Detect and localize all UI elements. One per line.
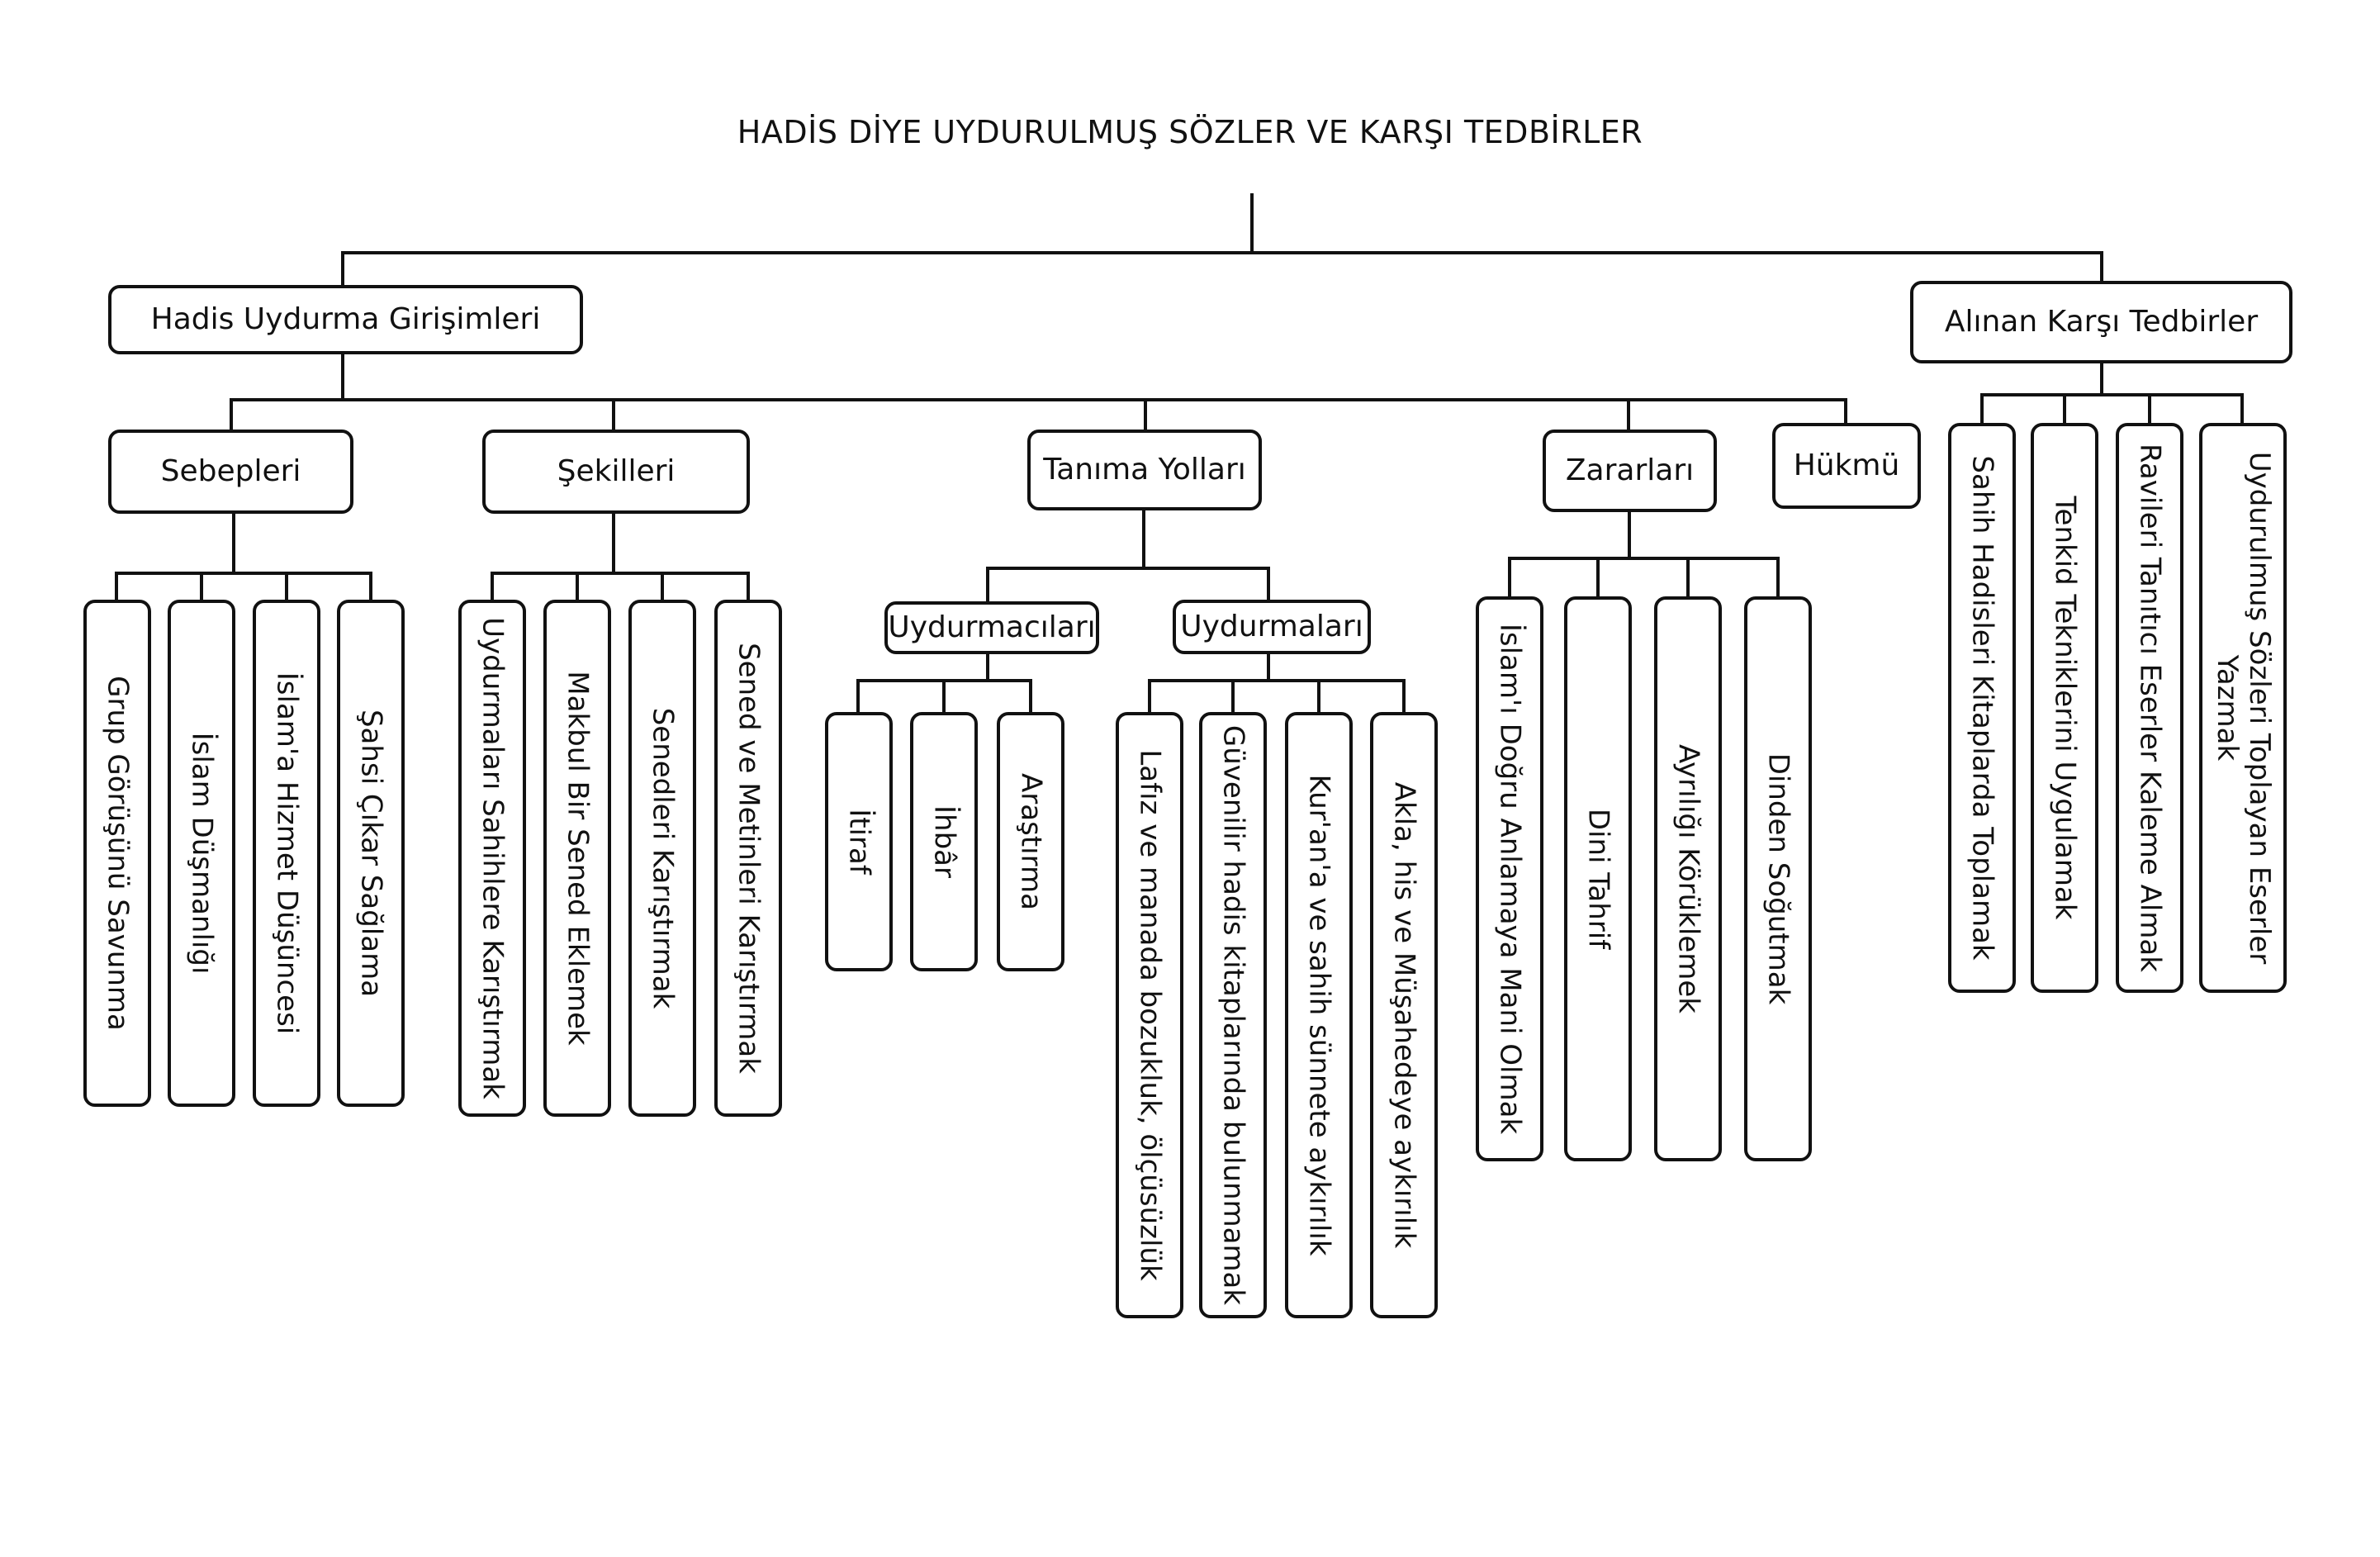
leaf-label: Güvenilir hadis kitaplarında bulunmamak xyxy=(1216,724,1250,1306)
leaf-sebep-2: İslam Düşmanlığı xyxy=(168,600,235,1107)
leaf-label: İslam'ı Doğru Anlamaya Mani Olmak xyxy=(1493,623,1527,1135)
node-label: Şekilleri xyxy=(557,454,676,489)
leaf-label: Ayrılığı Körüklemek xyxy=(1671,744,1705,1013)
leaf-label: Senedleri Karıştırmak xyxy=(646,707,680,1009)
node-tanima-yollari: Tanıma Yolları xyxy=(1027,430,1262,510)
leaf-label: Tenkid Tekniklerini Uygulamak xyxy=(2048,496,2082,920)
leaf-label: Ravileri Tanıtıcı Eserler Kaleme Almak xyxy=(2133,444,2167,972)
node-hadis-uydurma-girisimleri: Hadis Uydurma Girişimleri xyxy=(108,285,583,354)
leaf-sebep-1: Grup Görüşünü Savunma xyxy=(83,600,151,1107)
leaf-label: Makbul Bir Sened Eklemek xyxy=(561,671,595,1046)
leaf-label: Kur'an'a ve sahih sünnete aykırılık xyxy=(1302,774,1336,1256)
leaf-label: Akla, his ve Müşahedeye aykırılık xyxy=(1387,781,1421,1249)
node-label: Zararları xyxy=(1565,453,1695,488)
node-zararlari: Zararları xyxy=(1543,430,1717,512)
leaf-sekil-3: Senedleri Karıştırmak xyxy=(628,600,696,1117)
leaf-label: Araştırma xyxy=(1014,773,1048,910)
leaf-label: Şahsi Çıkar Sağlama xyxy=(354,709,388,998)
leaf-sebep-4: Şahsi Çıkar Sağlama xyxy=(337,600,405,1107)
node-label: Uydurmacıları xyxy=(888,610,1096,645)
leaf-sekil-4: Sened ve Metinleri Karıştırmak xyxy=(714,600,782,1117)
leaf-uydurma-3: Kur'an'a ve sahih sünnete aykırılık xyxy=(1285,712,1353,1318)
leaf-tedbir-3: Ravileri Tanıtıcı Eserler Kaleme Almak xyxy=(2116,423,2183,993)
leaf-uydurma-1: Lafız ve manada bozukluk, ölçüsüzlük xyxy=(1116,712,1183,1318)
node-uydurmalari: Uydurmaları xyxy=(1173,600,1371,654)
leaf-label: Grup Görüşünü Savunma xyxy=(101,676,135,1031)
leaf-label: Sened ve Metinleri Karıştırmak xyxy=(732,643,766,1074)
leaf-sekil-2: Makbul Bir Sened Eklemek xyxy=(543,600,611,1117)
leaf-uydurmaci-1: İtiraf xyxy=(825,712,893,971)
node-uydurmacilari: Uydurmacıları xyxy=(884,601,1099,654)
leaf-uydurma-4: Akla, his ve Müşahedeye aykırılık xyxy=(1370,712,1438,1318)
leaf-label: İslam Düşmanlığı xyxy=(185,732,219,975)
leaf-uydurma-2: Güvenilir hadis kitaplarında bulunmamak xyxy=(1199,712,1267,1318)
leaf-sebep-3: İslam'a Hizmet Düşüncesi xyxy=(253,600,320,1107)
leaf-label: İtiraf xyxy=(842,809,876,875)
leaf-sekil-1: Uydurmaları Sahihlere Karıştırmak xyxy=(458,600,526,1117)
leaf-uydurmaci-2: İhbâr xyxy=(910,712,978,971)
leaf-label: Uydurulmuş Sözleri Toplayan Eserler Yazm… xyxy=(2211,451,2277,965)
node-hukmu: Hükmü xyxy=(1772,423,1921,509)
node-label: Alınan Karşı Tedbirler xyxy=(1944,305,2259,339)
leaf-tedbir-2: Tenkid Tekniklerini Uygulamak xyxy=(2031,423,2098,993)
leaf-zarar-2: Dini Tahrif xyxy=(1564,596,1632,1161)
node-label: Tanıma Yolları xyxy=(1043,453,1246,487)
leaf-label: İhbâr xyxy=(927,805,961,878)
leaf-zarar-3: Ayrılığı Körüklemek xyxy=(1654,596,1722,1161)
leaf-label: Uydurmaları Sahihlere Karıştırmak xyxy=(476,617,510,1099)
leaf-label: Dini Tahrif xyxy=(1581,808,1615,950)
leaf-tedbir-1: Sahih Hadisleri Kitaplarda Toplamak xyxy=(1948,423,2016,993)
leaf-label: Sahih Hadisleri Kitaplarda Toplamak xyxy=(1965,455,1999,961)
node-label: Hükmü xyxy=(1793,449,1900,483)
node-sebepleri: Sebepleri xyxy=(108,430,353,514)
leaf-zarar-4: Dinden Soğutmak xyxy=(1744,596,1812,1161)
diagram-title: HADİS DİYE UYDURULMUŞ SÖZLER VE KARŞI TE… xyxy=(737,114,1643,150)
leaf-tedbir-4: Uydurulmuş Sözleri Toplayan Eserler Yazm… xyxy=(2199,423,2287,993)
node-label: Sebepleri xyxy=(160,454,301,489)
leaf-label: Lafız ve manada bozukluk, ölçüsüzlük xyxy=(1133,749,1167,1281)
leaf-zarar-1: İslam'ı Doğru Anlamaya Mani Olmak xyxy=(1476,596,1543,1161)
node-sekilleri: Şekilleri xyxy=(482,430,750,514)
node-label: Hadis Uydurma Girişimleri xyxy=(150,302,541,337)
node-label: Uydurmaları xyxy=(1180,610,1363,644)
leaf-label: Dinden Soğutmak xyxy=(1761,752,1795,1005)
node-alinan-karsi-tedbirler: Alınan Karşı Tedbirler xyxy=(1910,281,2292,363)
leaf-uydurmaci-3: Araştırma xyxy=(997,712,1064,971)
leaf-label: İslam'a Hizmet Düşüncesi xyxy=(270,672,304,1035)
